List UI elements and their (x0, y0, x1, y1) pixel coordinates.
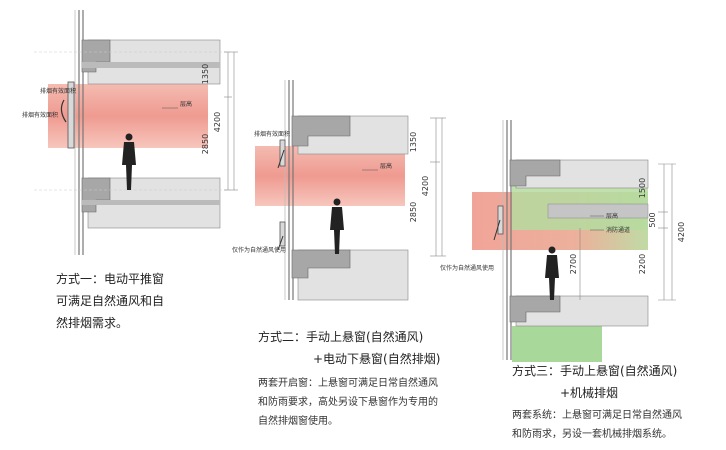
option3-label-room: 层高 (606, 212, 618, 220)
option2-label-room: 层高 (380, 162, 392, 170)
option2-dim-1350: 1350 (409, 132, 418, 152)
option3-caption-line2: 和防雨求，另设一套机械排烟系统。 (512, 429, 672, 440)
option1-caption: 方式一：电动平推窗 可满足自然通风和自 然排烟需求。 (56, 268, 164, 334)
option3-label-duct: 消防通道 (606, 226, 630, 234)
option3-caption-line1: 两套系统：上悬窗可满足日常自然通风 (512, 410, 682, 421)
option2-label-window: 排烟有效面积 (254, 130, 290, 138)
option1-dim-4200: 4200 (213, 112, 222, 132)
option3-lower-green (512, 326, 602, 362)
option2-person-icon (330, 198, 344, 254)
option2-caption: 方式二：手动上悬窗(自然通风) +电动下悬窗(自然排烟) 两套开启窗：上悬窗可满… (258, 326, 440, 431)
option3-dim-2700: 2700 (569, 254, 578, 274)
option1-label-room: 层高 (180, 100, 192, 108)
option2-dim-2850: 2850 (409, 202, 418, 222)
option2-caption-line1: 两套开启窗：上悬窗可满足日常自然通风 (258, 378, 438, 389)
option1-dim-2850: 2850 (201, 134, 210, 154)
option1-caption-line1: 可满足自然通风和自 (56, 294, 165, 308)
option2-label-note: 仅作为自然通风使用 (232, 246, 286, 254)
option2-caption-title2: +电动下悬窗(自然排烟) (313, 352, 441, 366)
option3-person-icon (545, 246, 559, 300)
option3-label-note: 仅作为自然通风使用 (440, 264, 494, 272)
option1-section: 1350 4200 2850 排烟有效面积 排烟有效面积 层高 (22, 10, 238, 255)
option2-dim-4200: 4200 (421, 176, 430, 196)
option1-caption-line2: 然排烟需求。 (56, 316, 129, 330)
option1-label-effective: 排烟有效面积 (22, 111, 58, 119)
option3-caption-title2: +机械排烟 (560, 386, 619, 400)
option3-dim-500: 500 (648, 212, 657, 227)
option2-section: 1350 4200 2850 排烟有效面积 层高 仅作为自然通风使用 (232, 80, 446, 301)
option3-caption: 方式三：手动上悬窗(自然通风) +机械排烟 两套系统：上悬窗可满足日常自然通风 … (512, 360, 682, 444)
option1-label-window: 排烟有效面积 (40, 87, 76, 95)
option1-dim-1350: 1350 (201, 64, 210, 84)
option3-caption-title: 方式三：手动上悬窗(自然通风) (512, 364, 678, 378)
option3-dim-2200: 2200 (638, 254, 647, 274)
option3-section: 1500 500 4200 2200 2700 层高 消防通道 仅作为自然通风使… (440, 120, 686, 362)
option2-smoke-zone (255, 146, 405, 206)
option2-caption-line3: 自然排烟窗使用。 (258, 416, 338, 427)
option1-caption-title: 方式一：电动平推窗 (56, 272, 165, 286)
option3-dim-1500: 1500 (638, 178, 647, 198)
option1-person-icon (122, 133, 136, 190)
option2-caption-line2: 和防雨要求，高处另设下悬窗作为专用的 (258, 397, 438, 408)
option2-caption-title: 方式二：手动上悬窗(自然通风) (258, 330, 424, 344)
option3-dim-4200: 4200 (677, 222, 686, 242)
